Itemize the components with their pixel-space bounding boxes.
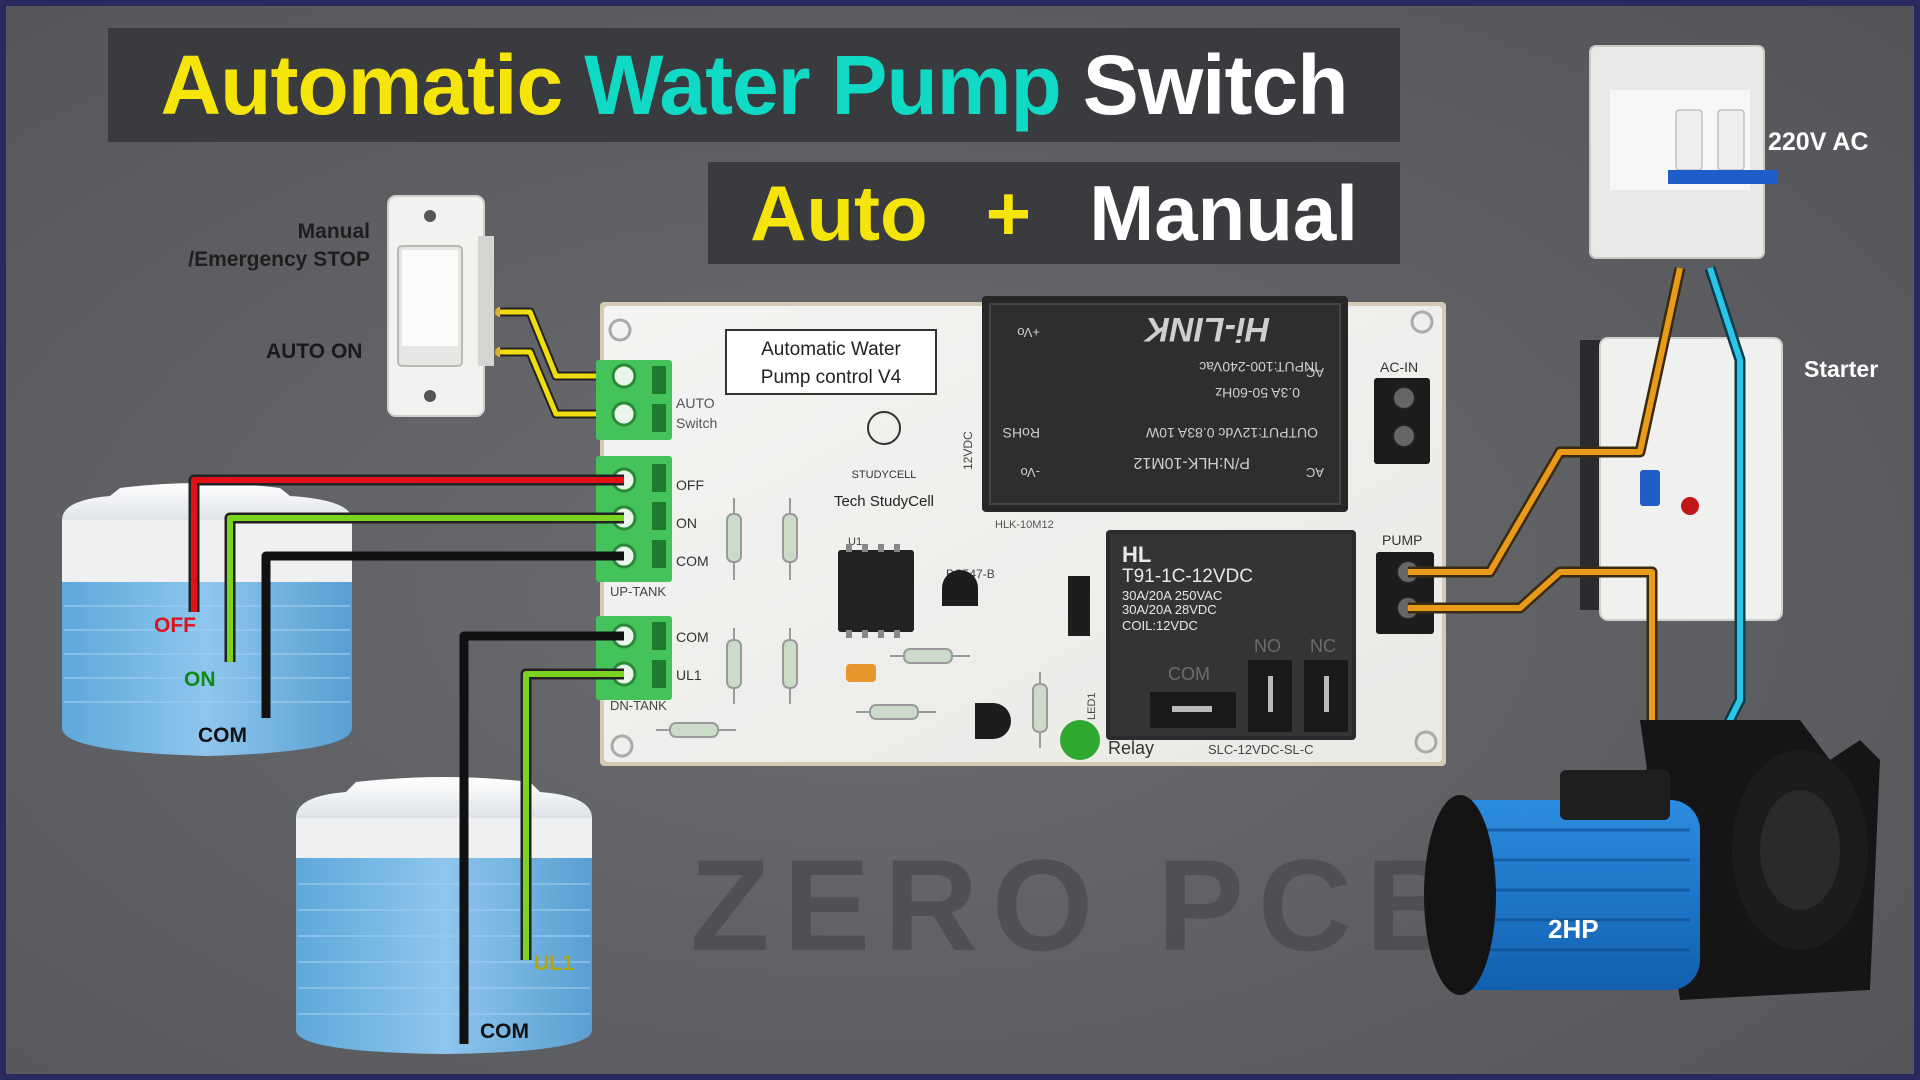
title-banner [108,28,1400,142]
pcb-pump-label: PUMP [1382,532,1422,548]
mode-auto: Auto [750,168,928,257]
psu-vo-plus: +Vo [1017,325,1040,340]
upper-tank-com-label: COM [198,724,247,747]
relay-coil: COIL:12VDC [1122,618,1198,633]
title-word-pump: Pump [831,37,1061,132]
upper-tank-off-label: OFF [154,614,196,637]
hlk-power-module: P/N:HLK-10M12 OUTPUT:12Vdc 0.83A 10W 0.3… [961,296,1348,531]
psu-part: P/N:HLK-10M12 [1133,454,1250,471]
pcb-relay-part: SLC-12VDC-SL-C [1208,742,1313,757]
terminal-blocks [596,360,672,700]
ic-chip [838,550,914,632]
starter-label: Starter [1804,356,1879,382]
upper-tank-on-label: ON [184,668,216,691]
pump-motor [1424,720,1880,1000]
manual-switch[interactable] [387,195,505,417]
switch-label-manual: Manual /Emergency STOP [120,218,370,274]
mode-manual: Manual [1089,168,1358,257]
transistor-q1 [942,570,978,606]
mode-banner [708,162,1400,264]
pcb-title-line2: Pump control V4 [761,367,902,388]
capacitor [846,664,876,682]
diode [1068,576,1090,636]
motor-label: 2HP [1548,914,1599,944]
upper-tank-wires [188,474,624,718]
pcb-switch-label: Switch [676,415,717,431]
brand-logo-icon [867,411,901,445]
psu-output: OUTPUT:12Vdc 0.83A 10W [1145,425,1318,441]
resistors [656,498,1048,748]
watermark: ZERO PCB [690,832,1474,978]
title-word-automatic: Automatic [160,37,563,132]
lower-tank [296,777,592,1054]
title-word-switch: Switch [1082,37,1349,132]
mains-wires [1408,266,1746,783]
switch-emergency-text: /Emergency STOP [188,248,370,271]
transistor-q2 [975,703,1011,739]
pcb-relay-label: Relay [1108,738,1154,758]
relay-model: T91-1C-12VDC [1122,566,1253,587]
pcb-dn-tank-label: DN-TANK [610,698,667,713]
psu-vo-minus: -Vo [1020,465,1040,480]
lower-tank-wires [459,631,624,1044]
relay-rating2: 30A/20A 28VDC [1122,602,1217,617]
lower-tank-ul1-label: UL1 [534,952,574,975]
pcb-led-label: LED1 [1086,692,1098,720]
mode-subtitle: Auto + Manual [708,162,1400,264]
psu-12vdc-label: 12VDC [961,431,975,470]
switch-label-auto-on: AUTO ON [266,340,363,363]
psu-rohs: RoHS [1003,425,1040,441]
pcb-components [656,498,1100,760]
psu-footprint: HLK-10M12 [995,519,1054,531]
relay-rating1: 30A/20A 250VAC [1122,588,1222,603]
starter-box[interactable] [1580,337,1783,621]
title-word-water: Water [584,37,810,132]
relay: HL T91-1C-12VDC 30A/20A 250VAC 30A/20A 2… [1106,530,1356,740]
pcb-dn-pin-com: COM [676,629,709,645]
pcb-auto-label: AUTO [676,395,715,411]
psu-input: INPUT:100-240Vac [1199,359,1318,375]
mcb-breaker[interactable] [1589,45,1778,259]
switch-manual-text: Manual [297,220,370,243]
diagram-title: Automatic Water Pump Switch [108,28,1400,142]
pcb-title-line1: Automatic Water [761,339,901,360]
pcb-up-pin-on: ON [676,515,697,531]
mode-plus: + [985,168,1032,257]
pcb-brand: Tech StudyCell [834,493,934,510]
psu-ac-2: AC [1306,365,1324,380]
lower-tank-com-label: COM [480,1020,529,1043]
psu-freq: 0.3A 50-60Hz [1215,385,1300,401]
relay-com: COM [1168,664,1210,684]
pcb-dn-pin-ul1: UL1 [676,667,702,683]
switch-wires [500,307,624,419]
pcb-ac-in-label: AC-IN [1380,359,1418,375]
pcb-up-pin-off: OFF [676,477,704,493]
mcb-label: 220V AC [1768,128,1869,156]
relay-brand: HL [1122,542,1151,567]
pump-terminal [1376,552,1434,634]
pcb-up-pin-com: COM [676,553,709,569]
ac-in-terminal [1374,378,1430,464]
upper-tank [62,483,352,756]
led-indicator [1060,720,1100,760]
relay-nc: NC [1310,636,1336,656]
pcb-brand-logo-text: STUDYCELL [852,469,917,481]
psu-brand: Hi-LINK [1143,310,1270,348]
relay-no: NO [1254,636,1281,656]
pcb-up-tank-label: UP-TANK [610,584,666,599]
psu-ac-1: AC [1306,465,1324,480]
